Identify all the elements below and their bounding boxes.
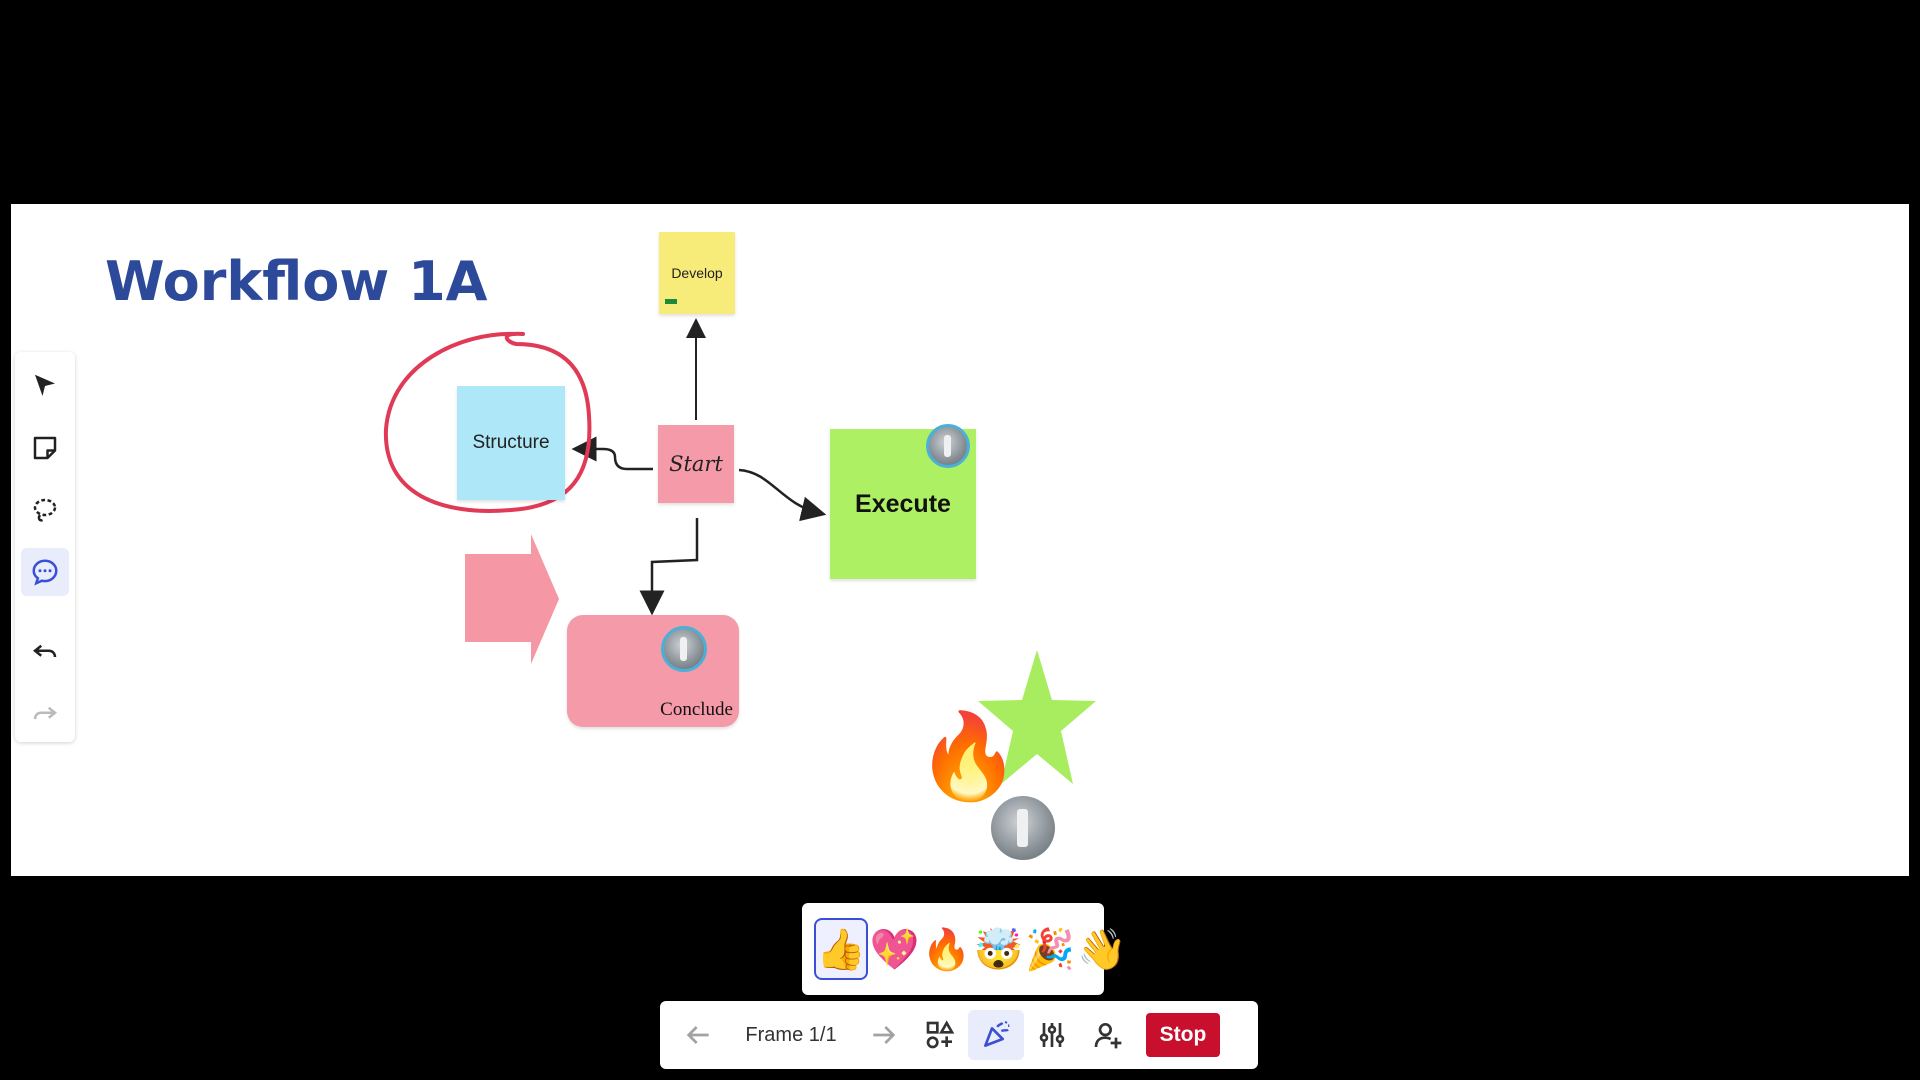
sticky-note-label: Develop [671,265,723,281]
add-shapes-button[interactable] [912,1010,968,1060]
undo-icon [32,644,57,658]
previous-frame-button[interactable] [670,1010,726,1060]
wave-hand-icon: 👋 [1077,927,1127,972]
sliders-icon [1039,1023,1065,1047]
stop-presentation-button[interactable]: Stop [1146,1013,1220,1057]
reaction-wave-hand[interactable]: 👋 [1077,918,1127,980]
arrow-left-icon [686,1026,709,1044]
sticky-note-label: Start [669,452,723,476]
reaction-fire[interactable]: 🔥 [922,918,972,980]
comment-icon [32,559,58,586]
sticky-note-start[interactable]: Start [658,425,734,503]
collaborator-avatar[interactable] [926,424,970,468]
comment-tool-button[interactable] [21,548,69,596]
arrow-right-icon [873,1026,896,1044]
sticky-note-tool-button[interactable] [21,424,69,472]
party-popper-icon: 🎉 [1025,927,1076,972]
mind-blown-icon: 🤯 [973,927,1024,972]
whiteboard-canvas[interactable]: Workflow 1A Develop Structure Start Exec… [11,204,1909,876]
shapes-add-icon [926,1020,955,1049]
party-popper-outline-icon [984,1020,1010,1047]
connector-start-structure[interactable] [571,436,653,471]
thumbs-up-icon: 👍 [816,927,866,972]
undo-button[interactable] [21,628,69,676]
next-frame-button[interactable] [856,1010,912,1060]
lasso-icon [33,498,57,522]
floating-fire-reaction-icon: 🔥 [916,709,1021,803]
sticky-note-label: Structure [472,432,550,453]
collaborator-avatar[interactable] [661,626,707,672]
reaction-heart[interactable]: 💖 [870,918,920,980]
sticky-note-label: Execute [855,489,951,518]
reactions-picker: 👍 💖 🔥 🤯 🎉 👋 [802,903,1127,995]
green-star-shape[interactable] [978,650,1096,784]
heart-icon: 💖 [869,927,920,972]
invite-user-button[interactable] [1080,1010,1136,1060]
reaction-mind-blown[interactable]: 🤯 [973,918,1023,980]
redo-icon [33,706,58,720]
presentation-toolbar: Frame 1/1 Stop [660,1001,1258,1069]
progress-marker [665,299,677,304]
highlight-circle-drawing[interactable] [383,331,592,513]
fire-icon: 🔥 [921,927,972,972]
reaction-thumbs-up[interactable]: 👍 [814,918,868,980]
shape-label: Conclude [660,699,733,720]
select-arrow-icon [35,374,55,396]
sticky-note-structure[interactable]: Structure [457,386,565,500]
left-toolbar [15,352,75,742]
add-user-icon [1094,1023,1122,1049]
select-tool-button[interactable] [21,362,69,410]
settings-sliders-button[interactable] [1024,1010,1080,1060]
reaction-party-popper[interactable]: 🎉 [1025,918,1075,980]
reactions-button[interactable] [968,1010,1024,1060]
connector-start-execute[interactable] [738,468,827,522]
collaborator-avatar[interactable] [991,796,1055,860]
pink-arrow-shape[interactable] [465,534,559,664]
sticky-note-icon [33,436,57,460]
lasso-tool-button[interactable] [21,486,69,534]
sticky-note-develop[interactable]: Develop [659,232,735,314]
frame-indicator: Frame 1/1 [745,1023,837,1046]
board-title: Workflow 1A [105,250,488,313]
connector-layer [383,318,1096,784]
redo-button[interactable] [21,690,69,738]
shape-conclude[interactable]: Conclude [567,615,739,727]
connector-start-conclude[interactable] [639,518,699,616]
